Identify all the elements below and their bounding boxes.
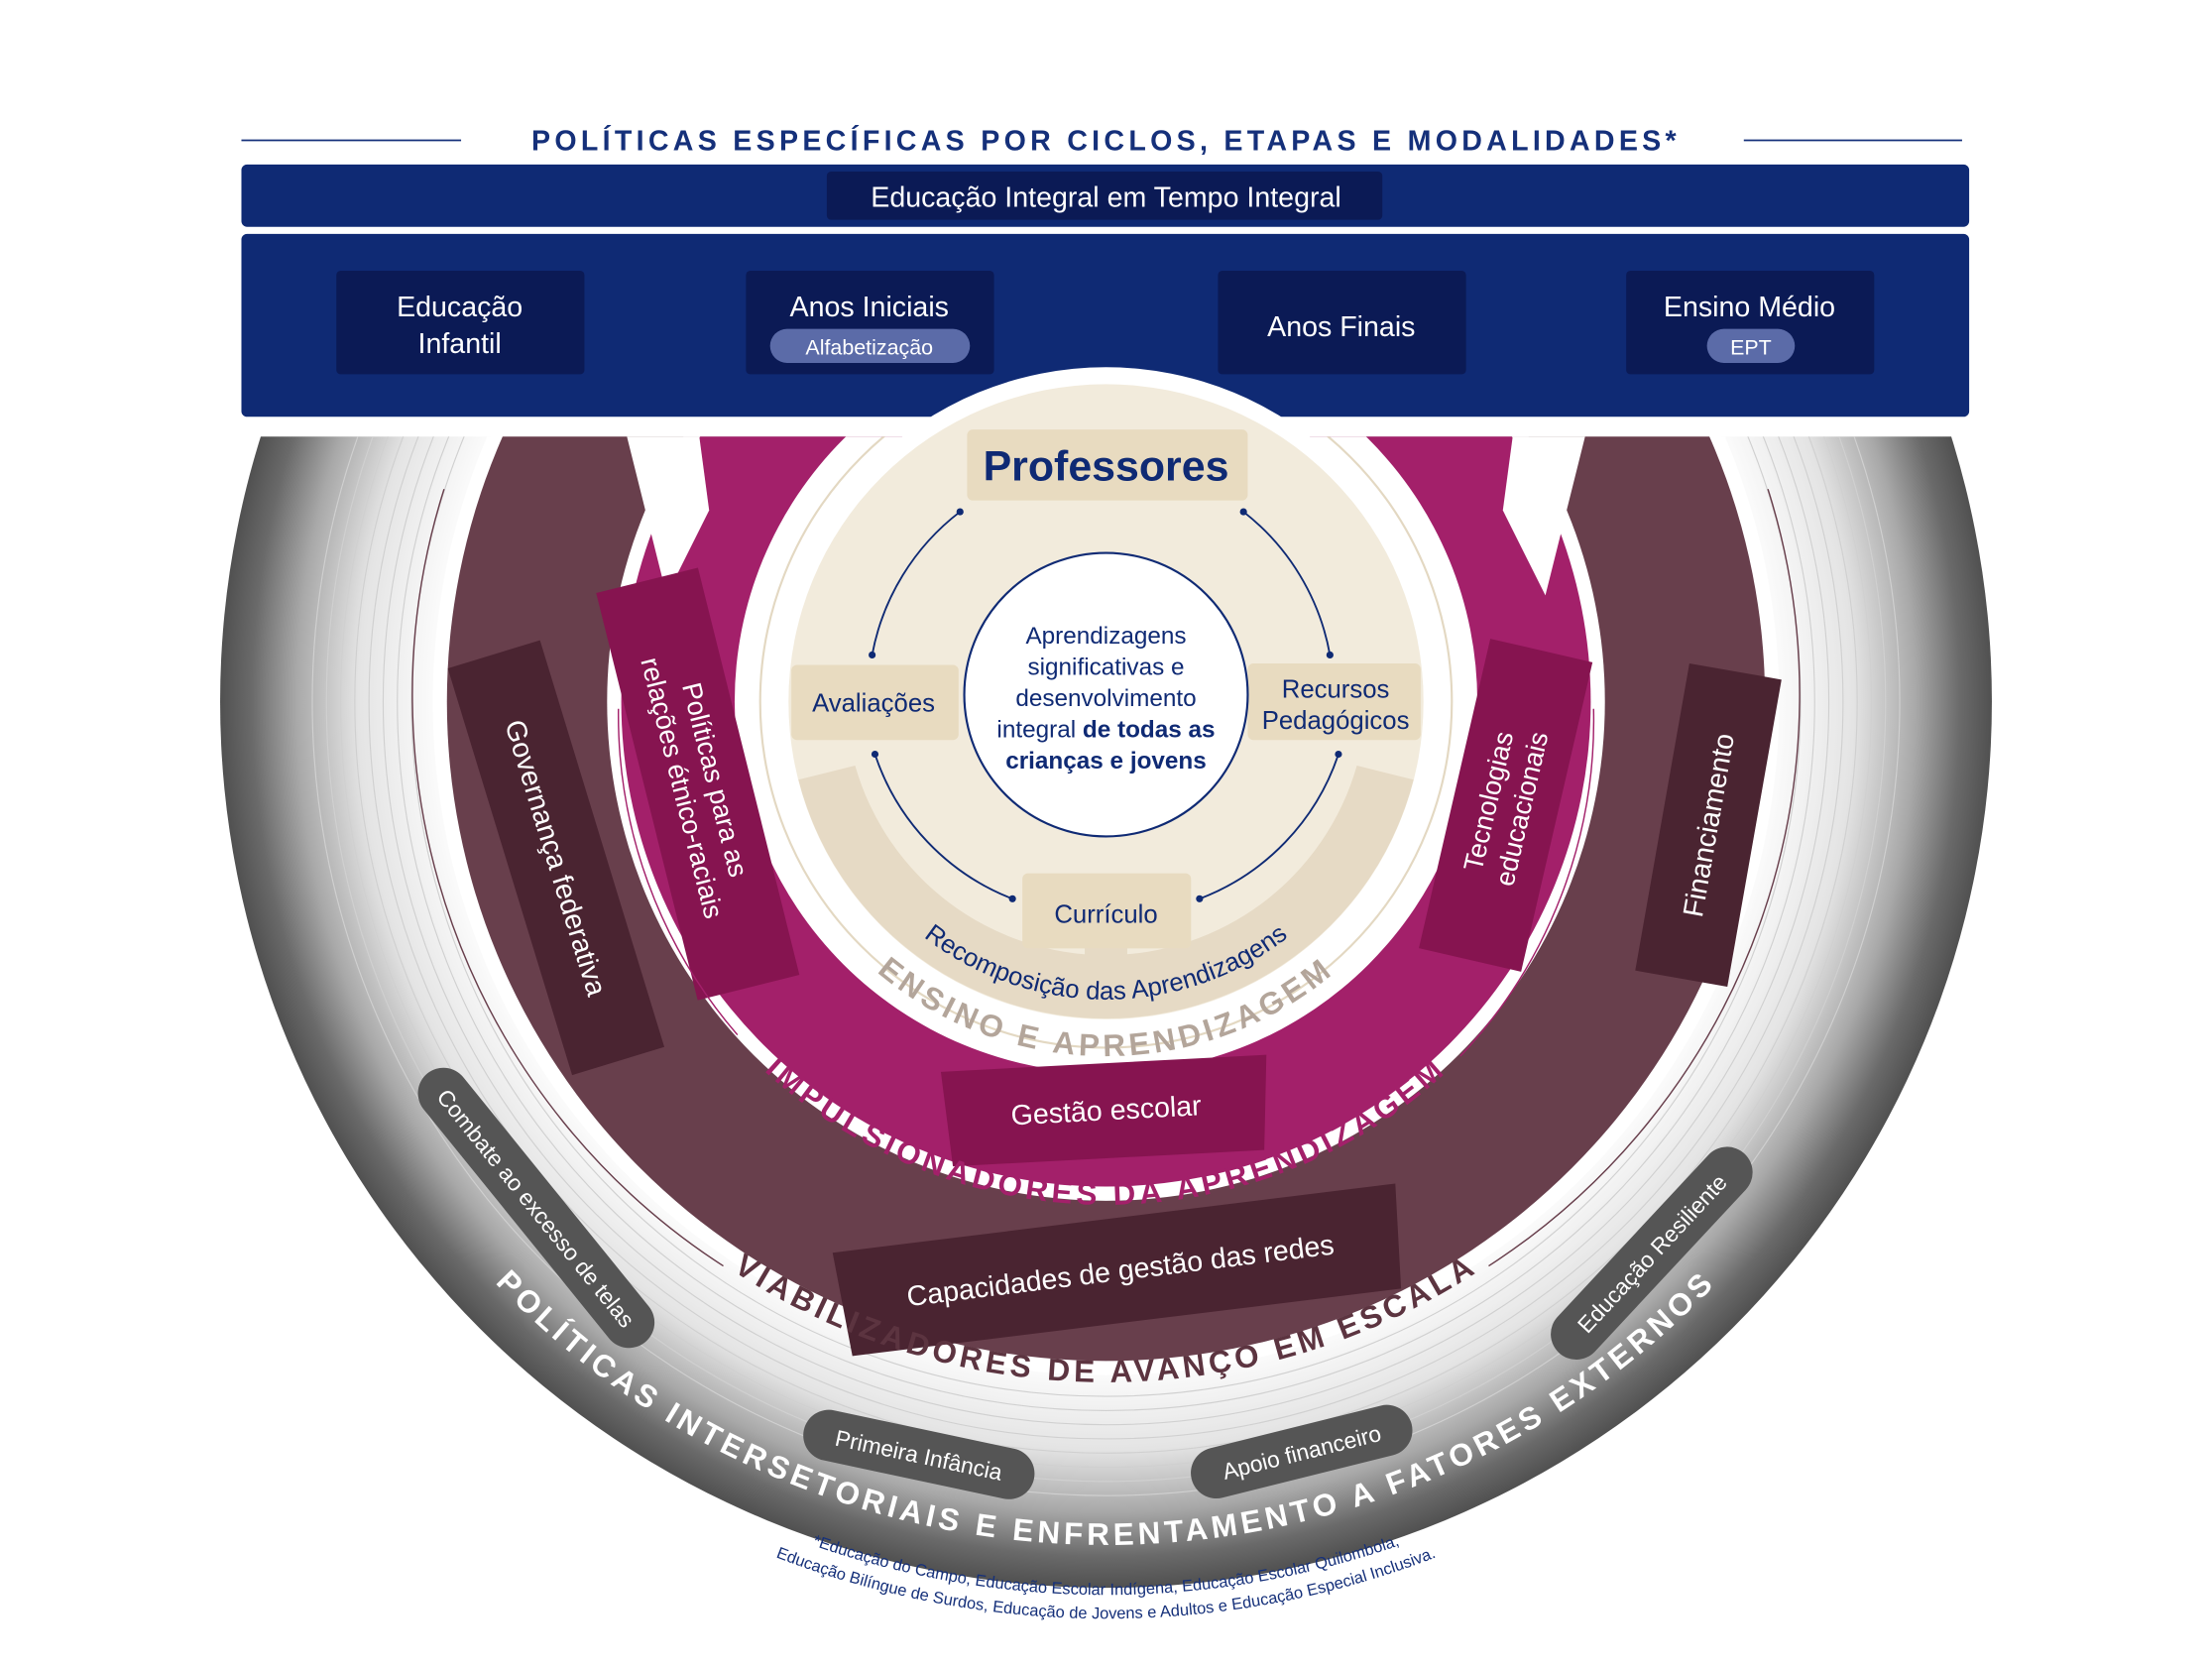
educational-technologies-segment: Tecnologias educacionais [1419, 639, 1593, 972]
school-management-segment: Gestão escolar [940, 1054, 1267, 1167]
teachers-box [967, 429, 1248, 501]
curriculum-box [1022, 873, 1192, 949]
resources-label: Recursos [1282, 675, 1390, 703]
enablers-accent-left [411, 488, 724, 1267]
cycle-connectors [871, 511, 1339, 900]
enablers-accent-right [1488, 488, 1801, 1267]
svg-text:Aprendizagens: Aprendizagens [1025, 623, 1186, 650]
learning-center-circle [963, 551, 1249, 838]
recomposition-band [798, 765, 1414, 1019]
stage-badge [769, 328, 971, 363]
stage-anos-finais: Anos Finais [1218, 271, 1466, 375]
stages-panel [241, 233, 1970, 418]
connector-dots [869, 508, 1342, 902]
stage-badge-label: Alfabetização [805, 335, 933, 359]
stage-badge [1706, 328, 1796, 363]
stage-badge-label: EPT [1730, 335, 1772, 359]
teachers-label: Professores [984, 443, 1229, 491]
svg-text:crianças e jovens: crianças e jovens [1005, 748, 1207, 775]
ethnic-racial-policies-segment: Políticas para as relações étnico-raciai… [596, 567, 800, 1001]
stage-educacao-infantil: Educação Infantil [336, 271, 585, 375]
integral-bar-label-box [826, 171, 1383, 220]
resources-box [1247, 663, 1421, 741]
network-capacity-segment: Capacidades de gestão das redes [832, 1183, 1402, 1357]
financing-segment: Financiamento [1635, 662, 1782, 988]
stage-label: Ensino Médio [1664, 292, 1835, 323]
integral-bar-label: Educação Integral em Tempo Integral [871, 182, 1340, 214]
ring-lines [311, 436, 1901, 1496]
stage-anos-iniciais: Anos Iniciais Alfabetização [746, 271, 994, 375]
stage-label: Anos Finais [1267, 311, 1415, 343]
learning-center-text: Aprendizagens significativas e desenvolv… [996, 623, 1215, 775]
curriculum-label: Currículo [1054, 901, 1157, 929]
header-title: POLÍTICAS ESPECÍFICAS POR CICLOS, ETAPAS… [531, 124, 1681, 158]
stage-ensino-medio: Ensino Médio EPT [1626, 271, 1875, 375]
drivers-accent-right [1459, 708, 1595, 1057]
evaluations-box [791, 664, 959, 741]
stage-label: Infantil [418, 328, 502, 360]
svg-text:desenvolvimento: desenvolvimento [1015, 685, 1196, 712]
svg-text:integral de todas as: integral de todas as [996, 716, 1215, 743]
stage-label: Educação [397, 292, 523, 323]
stage-label: Anos Iniciais [790, 292, 949, 323]
svg-text:significativas e: significativas e [1027, 654, 1184, 680]
drivers-accent-left [618, 708, 739, 1036]
evaluations-label: Avaliações [812, 690, 935, 718]
resources-label: Pedagógicos [1262, 707, 1410, 735]
